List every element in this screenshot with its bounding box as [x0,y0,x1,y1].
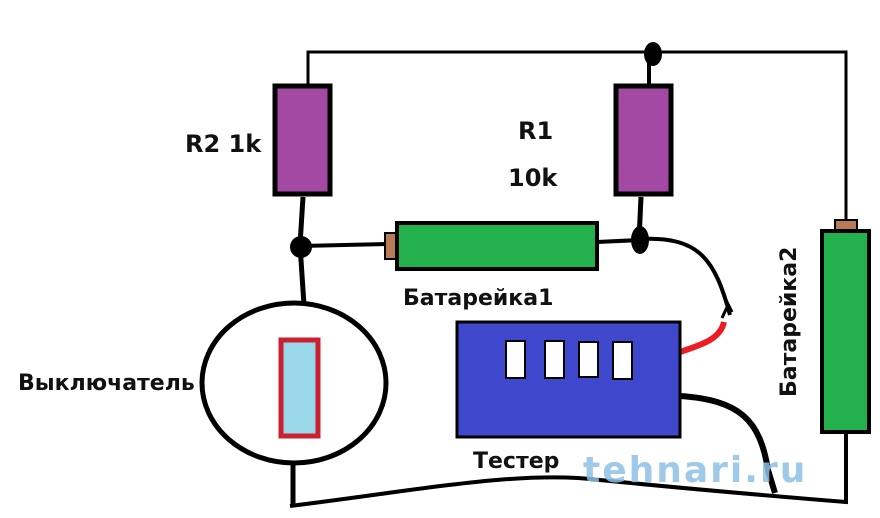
label-battery1: Батарейка1 [403,286,553,311]
wire-battery1-right [596,238,641,244]
junction-left [290,236,312,258]
tester-digit-2 [544,340,565,379]
bottom-wire [289,430,848,508]
label-r1-value: 10k [508,164,558,192]
red-probe-lead [679,321,727,355]
tester-digit-4 [612,341,633,380]
probe-tip [720,299,734,319]
tester [455,320,682,439]
junction-top [644,42,662,66]
switch-toggle [278,337,321,439]
battery2 [820,229,871,434]
wire-to-battery1 [300,242,387,248]
label-switch: Выключатель [18,371,195,396]
black-probe-lead [679,393,778,494]
label-r2: R2 1k [185,130,262,158]
tester-digit-1 [505,340,526,379]
label-battery2: Батарейка2 [777,247,802,397]
top-wire [306,50,848,222]
watermark: tehnari.ru [583,450,807,491]
resistor-r1 [613,83,674,197]
battery1 [395,221,599,271]
tester-digit-3 [578,341,599,378]
label-r1-name: R1 [518,117,553,145]
label-tester: Тестер [473,449,559,474]
resistor-r2 [272,83,333,197]
wire-to-probe [639,236,732,316]
